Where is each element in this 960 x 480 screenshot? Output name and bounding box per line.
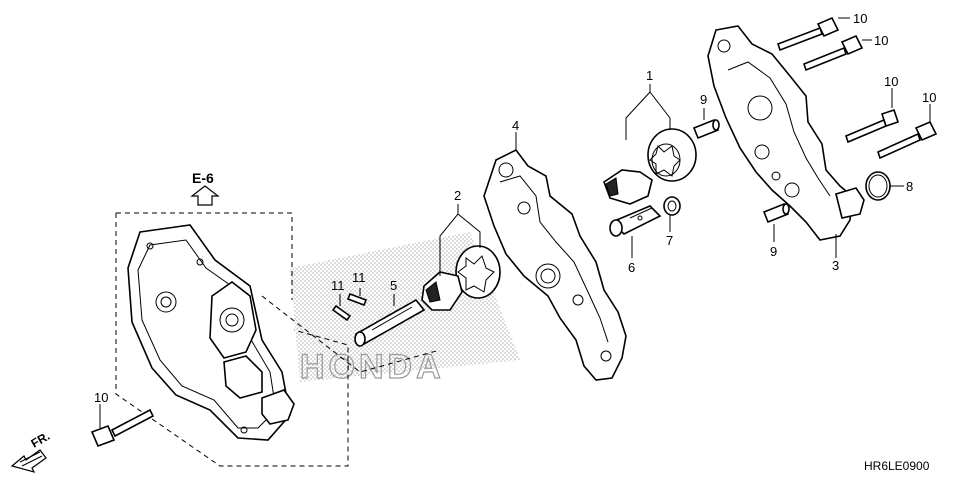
front-direction: FR. [10, 429, 53, 473]
direction-label: FR. [29, 429, 53, 451]
cover-outline [115, 212, 441, 467]
callout-10-c: 10 [884, 74, 898, 89]
reference-label: E-6 [192, 170, 214, 186]
part-2-rotor [421, 245, 501, 311]
part-10-bolt-2 [803, 34, 864, 72]
direction-arrow-icon [10, 449, 47, 473]
diagram-code: HR6LE0900 [864, 459, 930, 473]
part-8-oring [865, 171, 891, 201]
callout-11-b: 11 [352, 270, 366, 285]
part-10-bolt-3 [845, 108, 900, 144]
part-7-washer [663, 196, 681, 216]
callout-9-a: 9 [700, 92, 707, 107]
part-1-rotor [603, 128, 697, 205]
up-arrow-icon [190, 185, 220, 206]
part-5-shaft [354, 298, 426, 347]
watermark-text: HONDA [300, 348, 445, 386]
callout-10-d: 10 [922, 90, 936, 105]
callout-11-a: 11 [331, 278, 345, 293]
part-11-pins [331, 292, 368, 322]
callout-1: 1 [646, 68, 653, 83]
callout-2: 2 [454, 188, 461, 203]
reference-marker: E-6 [190, 170, 220, 206]
callout-10-e: 10 [94, 390, 108, 405]
engine-cover [127, 224, 295, 441]
callout-10-a: 10 [853, 11, 867, 26]
callout-6: 6 [628, 260, 635, 275]
callout-5: 5 [390, 278, 397, 293]
part-6-shaft [609, 205, 662, 237]
part-10-bolt-5 [90, 408, 155, 448]
part-10-bolt-1 [776, 16, 840, 52]
callout-7: 7 [666, 233, 673, 248]
callout-10-b: 10 [874, 33, 888, 48]
part-9-dowel-top [692, 118, 720, 140]
callouts: 10 10 10 10 1 9 4 2 8 7 6 9 3 11 11 5 10 [94, 11, 936, 405]
leader-lines [99, 17, 931, 428]
callout-4: 4 [512, 118, 519, 133]
callout-8: 8 [906, 179, 913, 194]
callout-9-b: 9 [770, 244, 777, 259]
part-3-cover [707, 25, 865, 241]
part-9-dowel-bottom [762, 202, 790, 224]
part-4-plate [483, 148, 627, 381]
callout-3: 3 [832, 258, 839, 273]
part-10-bolt-4 [877, 120, 938, 160]
